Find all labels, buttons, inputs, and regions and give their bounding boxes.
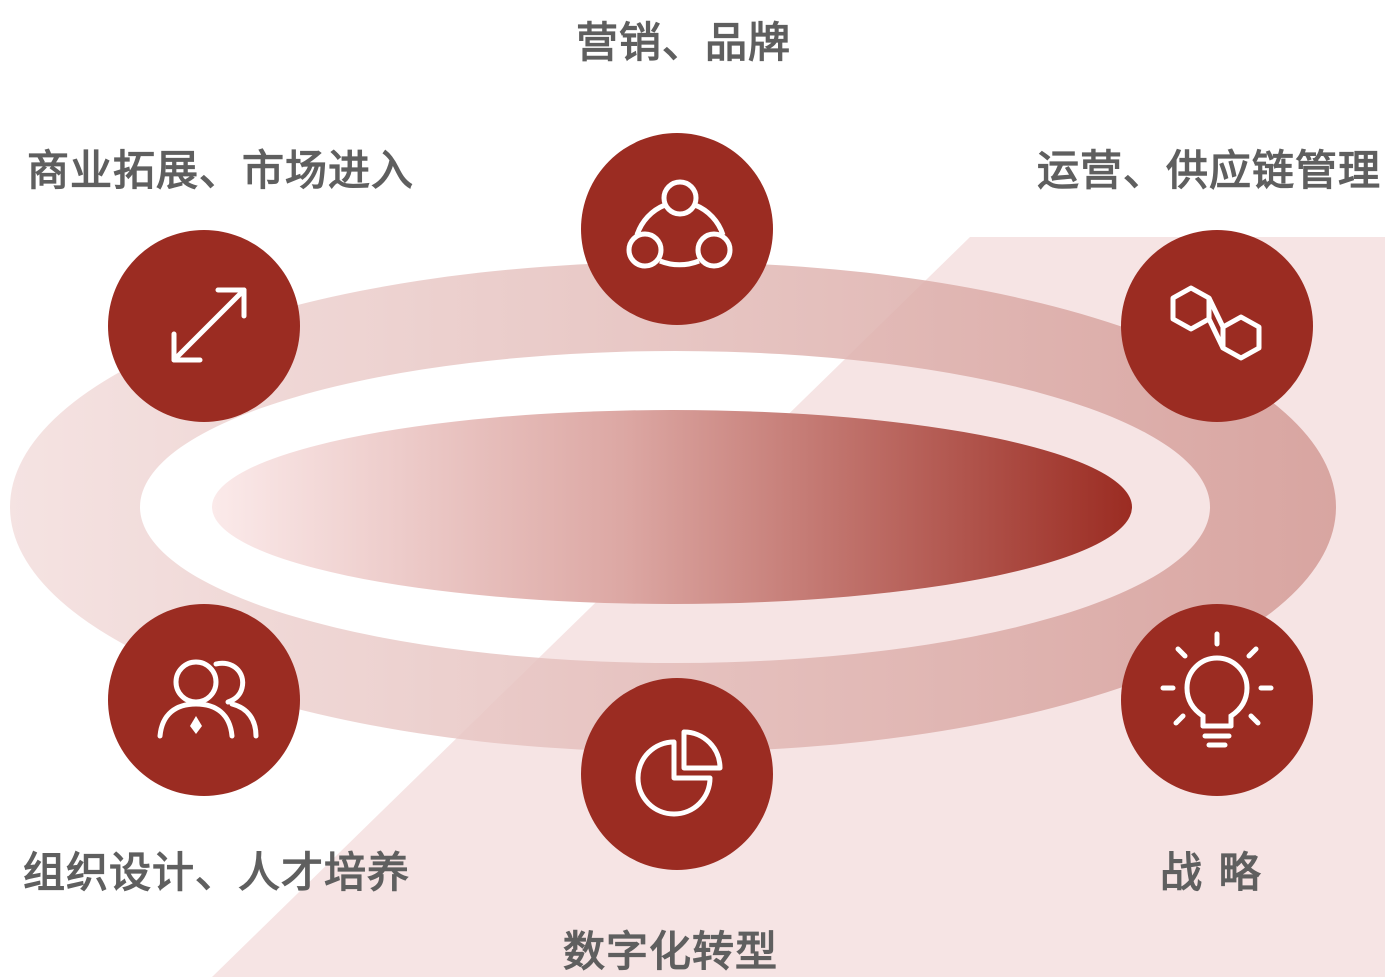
label-strategy: 战 略 xyxy=(1160,848,1262,897)
label-marketing: 营销、品牌 xyxy=(576,18,792,67)
label-operations: 运营、供应链管理 xyxy=(1037,146,1382,195)
linked-hexagons-icon xyxy=(1170,285,1262,361)
lightbulb-icon xyxy=(1160,631,1274,748)
network-triangle-icon xyxy=(626,179,733,269)
label-business-expansion: 商业拓展、市场进入 xyxy=(27,146,415,195)
inner-ellipse xyxy=(212,410,1132,604)
pie-chart-icon xyxy=(635,729,723,817)
expand-arrows-icon xyxy=(171,287,247,363)
node-marketing xyxy=(581,133,773,325)
node-operations xyxy=(1121,230,1313,422)
people-icon xyxy=(157,659,259,739)
node-digital xyxy=(581,678,773,870)
label-digital: 数字化转型 xyxy=(563,927,779,976)
node-business-expansion xyxy=(108,230,300,422)
node-strategy xyxy=(1121,604,1313,796)
label-organization: 组织设计、人才培养 xyxy=(23,848,411,897)
diagonal-band xyxy=(212,237,1385,977)
node-organization xyxy=(108,604,300,796)
outer-ring xyxy=(10,262,1336,752)
